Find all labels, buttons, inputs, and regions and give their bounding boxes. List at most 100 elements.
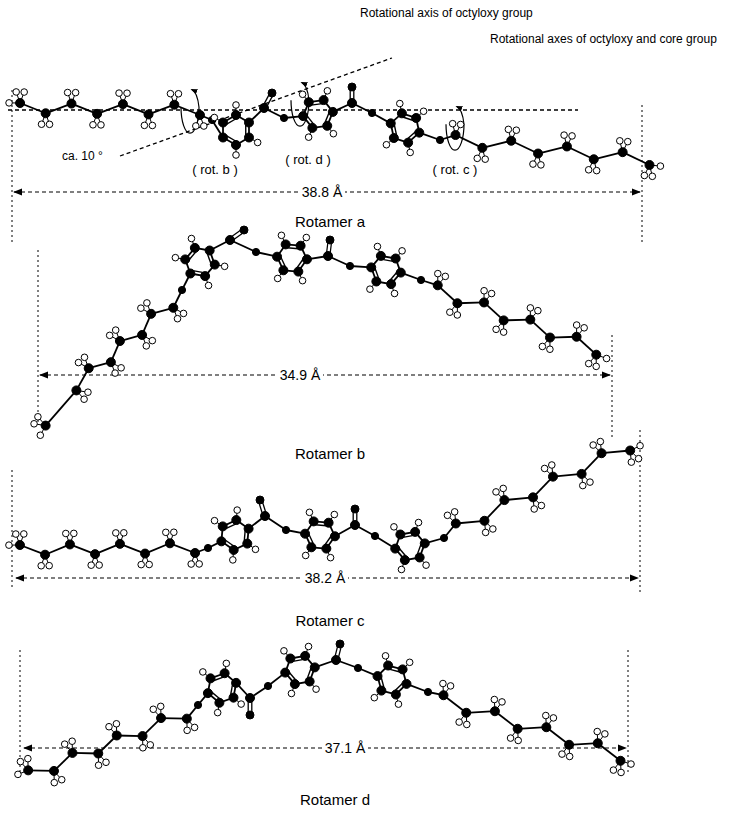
hydrogen-atom xyxy=(399,248,406,255)
heavy-atom xyxy=(645,160,654,169)
hydrogen-atom xyxy=(628,459,635,466)
hydrogen-atom xyxy=(106,332,113,339)
heavy-atom xyxy=(170,100,179,109)
heavy-atom xyxy=(526,315,535,324)
hydrogen-atom xyxy=(573,322,580,329)
hydrogen-atom xyxy=(423,562,430,569)
hydrogen-atom xyxy=(442,273,449,280)
heavy-atom xyxy=(261,512,270,521)
heavy-atom xyxy=(226,236,235,245)
heavy-atom xyxy=(439,691,448,700)
heavy-atom xyxy=(191,548,200,557)
hydrogen-atom xyxy=(490,526,497,533)
hydrogen-atom xyxy=(420,108,427,115)
hydrogen-atom xyxy=(374,243,381,250)
heavy-atom xyxy=(348,99,357,108)
heavy-atom xyxy=(480,298,489,307)
hydrogen-atom xyxy=(149,122,156,129)
heavy-atom xyxy=(165,539,174,548)
hydrogen-atom xyxy=(515,737,522,744)
hydrogen-atom xyxy=(547,346,554,353)
hydrogen-atom xyxy=(6,100,13,107)
hydrogen-atom xyxy=(180,310,187,317)
rotation-label: ( rot. d ) xyxy=(285,153,331,168)
heavy-atom xyxy=(412,113,421,122)
hydrogen-atom xyxy=(581,325,588,332)
hydrogen-atom xyxy=(371,694,378,701)
heavy-atom xyxy=(397,109,406,118)
heavy-atom xyxy=(462,708,471,717)
heavy-atom xyxy=(273,252,282,261)
heavy-atom xyxy=(201,272,210,281)
heavy-atom xyxy=(417,276,424,283)
hydrogen-atom xyxy=(407,149,414,156)
heavy-atom xyxy=(169,303,178,312)
heavy-atom xyxy=(593,739,602,748)
hydrogen-atom xyxy=(488,290,495,297)
heavy-atom xyxy=(67,99,76,108)
heavy-atom xyxy=(589,155,598,164)
heavy-atom xyxy=(307,543,316,552)
heavy-atom xyxy=(294,267,303,276)
hydrogen-atom xyxy=(113,720,120,727)
hydrogen-atom xyxy=(561,132,568,139)
heavy-atom xyxy=(572,332,581,341)
heavy-atom xyxy=(204,544,211,551)
heavy-atom xyxy=(396,268,405,277)
heavy-atom xyxy=(391,254,400,263)
hydrogen-atom xyxy=(72,89,79,96)
heavy-atom xyxy=(545,333,554,342)
dimension-line xyxy=(40,374,610,375)
hydrogen-atom xyxy=(491,696,498,703)
hydrogen-atom xyxy=(146,561,153,568)
extent-line xyxy=(612,335,613,440)
heavy-atom xyxy=(186,269,195,278)
hydrogen-atom xyxy=(397,100,404,107)
heavy-atom xyxy=(324,252,333,261)
heavy-atom xyxy=(290,680,299,689)
hydrogen-atom xyxy=(474,155,481,162)
extent-line xyxy=(640,430,641,592)
hydrogen-atom xyxy=(81,396,88,403)
hydrogen-atom xyxy=(395,701,402,708)
hydrogen-atom xyxy=(233,152,240,159)
heavy-atom xyxy=(205,246,214,255)
heavy-atom xyxy=(16,99,25,108)
heavy-atom xyxy=(232,516,241,525)
heavy-atom xyxy=(411,527,420,536)
heavy-atom xyxy=(616,756,625,765)
heavy-atom xyxy=(351,521,360,530)
hydrogen-atom xyxy=(383,141,390,148)
hydrogen-atom xyxy=(303,234,310,241)
guide-lines xyxy=(8,58,642,772)
hydrogen-atom xyxy=(449,120,456,127)
extent-line xyxy=(12,470,13,590)
hydrogen-atom xyxy=(211,114,218,121)
hydrogen-atom xyxy=(147,742,154,749)
heavy-atom xyxy=(324,518,333,527)
heavy-atom xyxy=(244,524,253,533)
hydrogen-atom xyxy=(444,512,451,519)
heavy-atom xyxy=(396,530,405,539)
hydrogen-atom xyxy=(75,359,82,366)
heavy-atom xyxy=(229,693,238,702)
heavy-atom xyxy=(440,534,447,541)
heavy-atom xyxy=(301,651,310,660)
heavy-atom xyxy=(49,766,58,775)
hydrogen-atom xyxy=(603,355,610,362)
heavy-atom xyxy=(280,114,287,121)
hydrogen-atom xyxy=(58,776,65,783)
hydrogen-atom xyxy=(21,531,28,538)
hydrogen-atom xyxy=(234,507,241,514)
hydrogen-atom xyxy=(13,89,20,96)
heavy-atom xyxy=(389,134,398,143)
heavy-atom xyxy=(217,537,226,546)
hydrogen-atom xyxy=(500,485,507,492)
heavy-atom xyxy=(141,549,150,558)
heavy-atom xyxy=(354,664,361,671)
hydrogen-atom xyxy=(447,309,454,316)
heavy-atom xyxy=(41,550,50,559)
heavy-atom xyxy=(415,553,424,562)
